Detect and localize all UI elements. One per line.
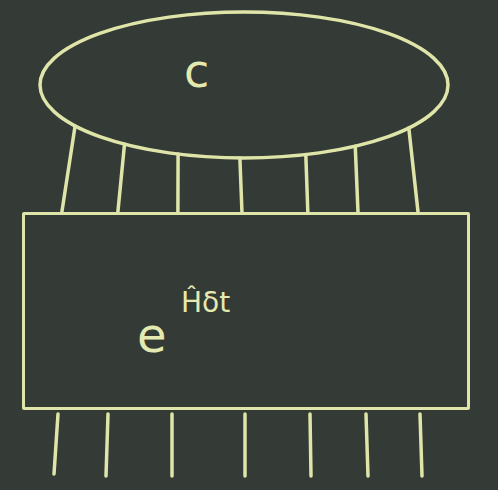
- node-label: e: [137, 311, 167, 359]
- tensor-leg: [62, 126, 75, 212]
- open-leg: [310, 414, 311, 476]
- open-leg: [54, 414, 58, 474]
- open-leg: [420, 414, 422, 476]
- operator-box: e Ĥδt: [22, 212, 470, 410]
- open-leg: [106, 414, 108, 476]
- tensor-leg: [118, 144, 125, 212]
- tensor-ellipse: c: [38, 10, 450, 160]
- text-slot: e: [137, 311, 167, 359]
- connector-group: [62, 126, 418, 212]
- ellipse-outline: [38, 10, 450, 160]
- tensor-leg: [240, 158, 242, 212]
- tensor-leg: [409, 128, 418, 212]
- open-leg: [366, 414, 368, 476]
- node-label: c: [184, 48, 209, 94]
- tensor-leg: [355, 146, 358, 212]
- open-legs: [54, 414, 422, 476]
- exponent-label: Ĥδt: [181, 289, 230, 317]
- text-slot: c: [184, 48, 209, 94]
- text-slot: Ĥδt: [181, 289, 230, 317]
- tensor-leg: [306, 155, 308, 212]
- ellipse-border: [40, 12, 448, 158]
- tensor-leg: [176, 154, 180, 212]
- open-leg: [170, 414, 174, 476]
- open-leg: [243, 414, 247, 476]
